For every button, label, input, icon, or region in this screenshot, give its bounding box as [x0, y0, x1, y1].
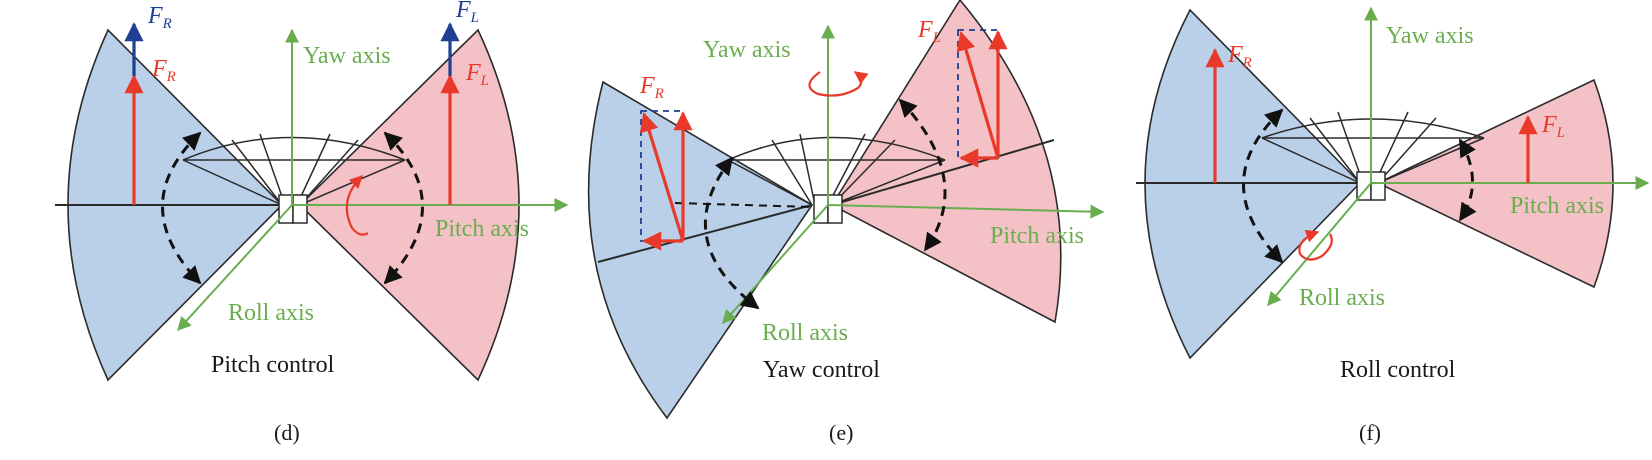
panel-e-body-frame — [727, 133, 946, 224]
panel-f-roll-axis-label: Roll axis — [1299, 285, 1385, 311]
panel-d-left-red-force-label: FL — [465, 60, 489, 89]
panel-f-roll-rotation-icon — [1298, 229, 1333, 261]
panel-f-body-frame — [1261, 111, 1485, 201]
panel-e-left-force-resultant — [956, 31, 1000, 159]
panel-e-left-force-label: FL — [917, 17, 941, 46]
panel-f-pitch-axis-label: Pitch axis — [1510, 193, 1604, 219]
panel-e-right-rotation-arc — [898, 98, 947, 252]
panel-d-right-red-force-label: FR — [151, 56, 176, 85]
panel-e-caption: Yaw control — [763, 357, 880, 383]
panel-f-roll-control: FR FL Yaw axis Pitch axis Roll axis Roll… — [1136, 6, 1650, 445]
panel-e-sublabel: (e) — [829, 420, 853, 445]
panel-f-roll-axis — [1267, 182, 1372, 307]
panel-e-right-force-resultant — [639, 112, 685, 242]
panel-d-right-rotation-arc — [383, 131, 424, 285]
panel-f-right-rotation-arc — [1458, 138, 1477, 222]
panel-e-right-force-label: FR — [639, 73, 664, 102]
panel-d-sublabel: (d) — [274, 420, 300, 445]
panel-d-left-rotation-arc — [161, 131, 202, 285]
panel-e-pitch-axis-label: Pitch axis — [990, 223, 1084, 249]
panel-e-left-wing-spar — [597, 204, 813, 263]
panel-d-pitch-control: FR FR FL FL Yaw axis Pitch axis Roll axi… — [55, 0, 569, 445]
panel-f-left-force-label: FL — [1541, 112, 1565, 141]
panel-d-left-blue-force-label: FL — [455, 0, 479, 26]
panel-e-pitch-axis — [827, 204, 1105, 219]
panel-d-right-blue-force-label: FR — [147, 3, 172, 32]
panel-d-roll-axis-label: Roll axis — [228, 300, 314, 326]
panel-e-roll-axis-label: Roll axis — [762, 320, 848, 346]
panel-d-pitch-axis-label: Pitch axis — [435, 216, 529, 242]
panel-d-caption: Pitch control — [211, 352, 335, 378]
panel-d-pitch-rotation-icon — [345, 175, 369, 236]
panel-d-yaw-axis-label: Yaw axis — [303, 43, 391, 69]
panel-f-left-rotation-arc — [1242, 108, 1284, 264]
panel-f-caption: Roll control — [1340, 357, 1456, 383]
panel-f-yaw-axis-label: Yaw axis — [1386, 23, 1474, 49]
panel-e-right-wing — [830, 0, 1062, 324]
panel-f-right-force-label: FR — [1227, 42, 1252, 71]
panel-e-yaw-rotation-icon — [808, 71, 869, 97]
panel-e-left-wing — [587, 80, 814, 420]
panel-e-yaw-control: FR FL Yaw axis Pitch axis Roll axis Yaw … — [587, 0, 1105, 445]
panel-e-left-rotation-arc — [703, 156, 760, 310]
panel-e-yaw-axis-label: Yaw axis — [703, 37, 791, 63]
panel-d-roll-axis — [177, 204, 293, 332]
panel-e-dashed-reference-line — [674, 202, 813, 208]
panel-f-sublabel: (f) — [1359, 420, 1381, 445]
